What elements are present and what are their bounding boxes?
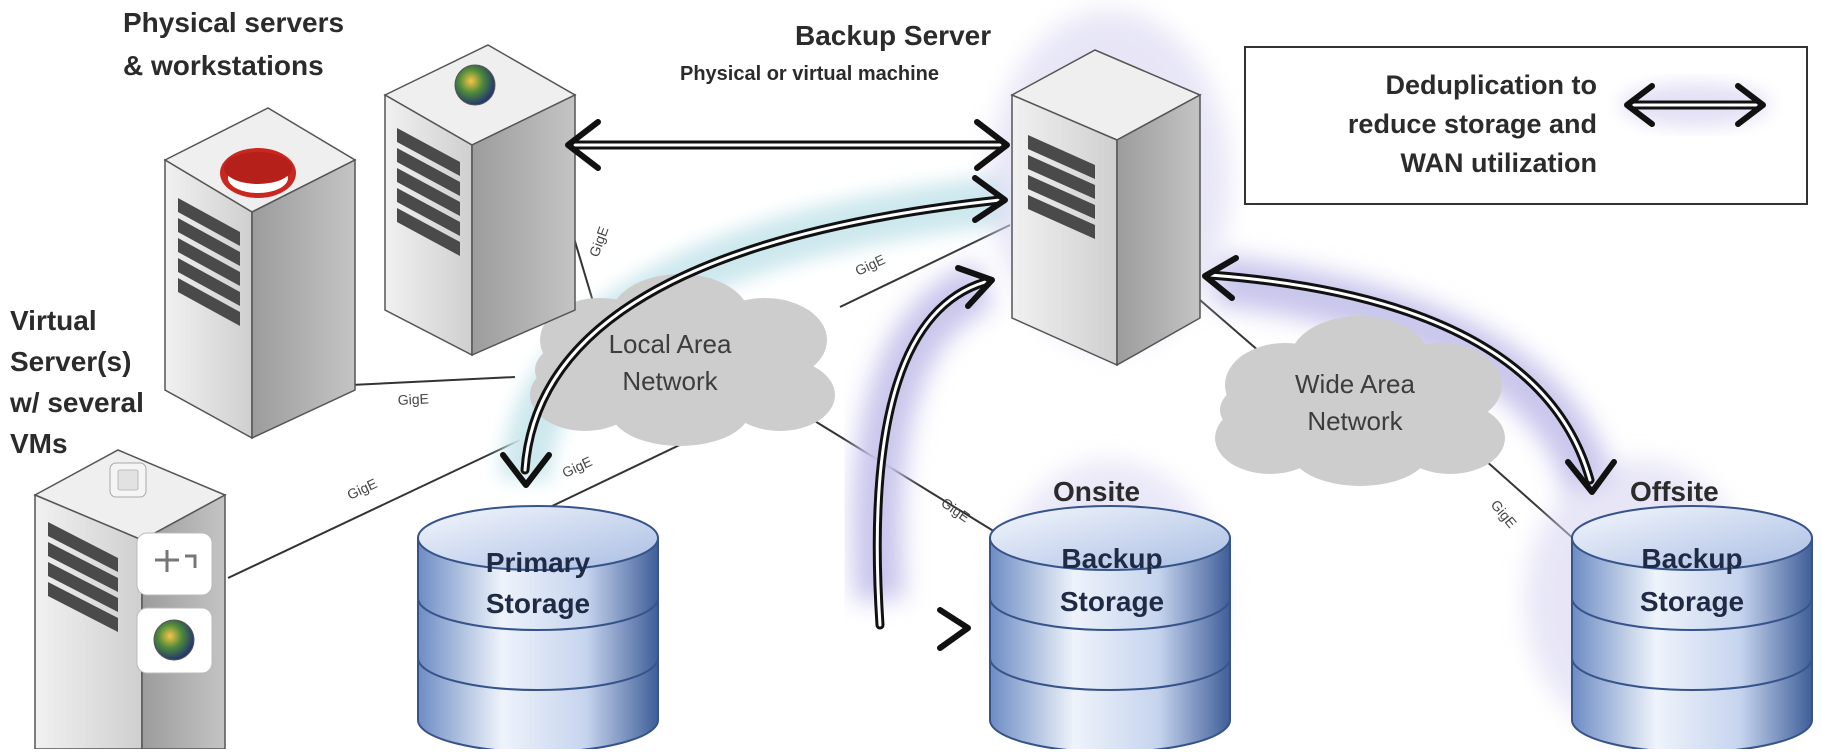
link-label-gige: GigE [397,390,429,408]
backup-server [1010,49,1202,367]
primary-storage-line2: Storage [486,588,590,619]
virtual-label-line2: Server(s) [10,346,131,377]
wan-cloud-line1: Wide Area [1295,369,1415,399]
offsite-label: Offsite [1630,476,1719,507]
link-label-gige: GigE [853,251,888,279]
virtual-label-line4: VMs [10,428,68,459]
dedup-arrow-backup-offsite [1202,255,1617,495]
dedup-arrow-windows-backup [565,119,1010,171]
legend-line1: Deduplication to [1386,70,1598,100]
legend-line2: reduce storage and [1348,109,1597,139]
virtual-label-line3: w/ several [9,387,144,418]
offsite-backup-storage: Backup Storage [1571,505,1813,753]
windows-logo-icon [454,64,496,106]
windows-vm-icon [136,607,213,674]
onsite-backup-storage: Backup Storage [989,505,1231,753]
primary-storage-line1: Primary [486,547,591,578]
network-vm-icon [136,532,213,596]
offsite-storage-line2: Storage [1640,586,1744,617]
virtual-label-line1: Virtual [10,305,97,336]
primary-storage: Primary Storage [417,505,659,753]
physical-servers-label: Physical servers & workstations [123,7,344,81]
windows-server [383,44,577,357]
lan-cloud-line1: Local Area [609,329,732,359]
virtual-server [33,449,227,750]
legend-box: Deduplication to reduce storage and WAN … [1244,46,1808,205]
dedup-arrow-backup-primary [500,175,1008,488]
lan-cloud: Local Area Network [530,274,835,446]
virtual-servers-label: Virtual Server(s) w/ several VMs [9,305,144,459]
dedup-arrow-backup-onsite [872,265,995,651]
vm-icon [109,462,147,498]
redhat-logo-icon [220,148,296,198]
onsite-label: Onsite [1053,476,1140,507]
link-label-gige: GigE [560,453,595,481]
link-label-gige: GigE [345,475,380,503]
link-label-gige: GigE [1488,497,1520,531]
lan-cloud-line2: Network [622,366,718,396]
wan-cloud: Wide Area Network [1215,316,1505,486]
dedup-arrows [500,119,1617,651]
wan-cloud-line2: Network [1307,406,1403,436]
offsite-storage-line1: Backup [1641,543,1742,574]
physical-label-line1: Physical servers [123,7,344,38]
physical-label-line2: & workstations [123,50,324,81]
redhat-server [163,107,357,440]
legend-line3: WAN utilization [1401,148,1597,178]
link-label-gige: GigE [938,494,973,525]
backup-server-subtitle: Physical or virtual machine [680,63,939,85]
backup-server-title: Backup Server [795,20,991,51]
onsite-storage-line2: Storage [1060,586,1164,617]
legend-double-arrow-icon [1620,83,1770,127]
link-label-gige: GigE [586,224,612,259]
onsite-storage-line1: Backup [1061,543,1162,574]
